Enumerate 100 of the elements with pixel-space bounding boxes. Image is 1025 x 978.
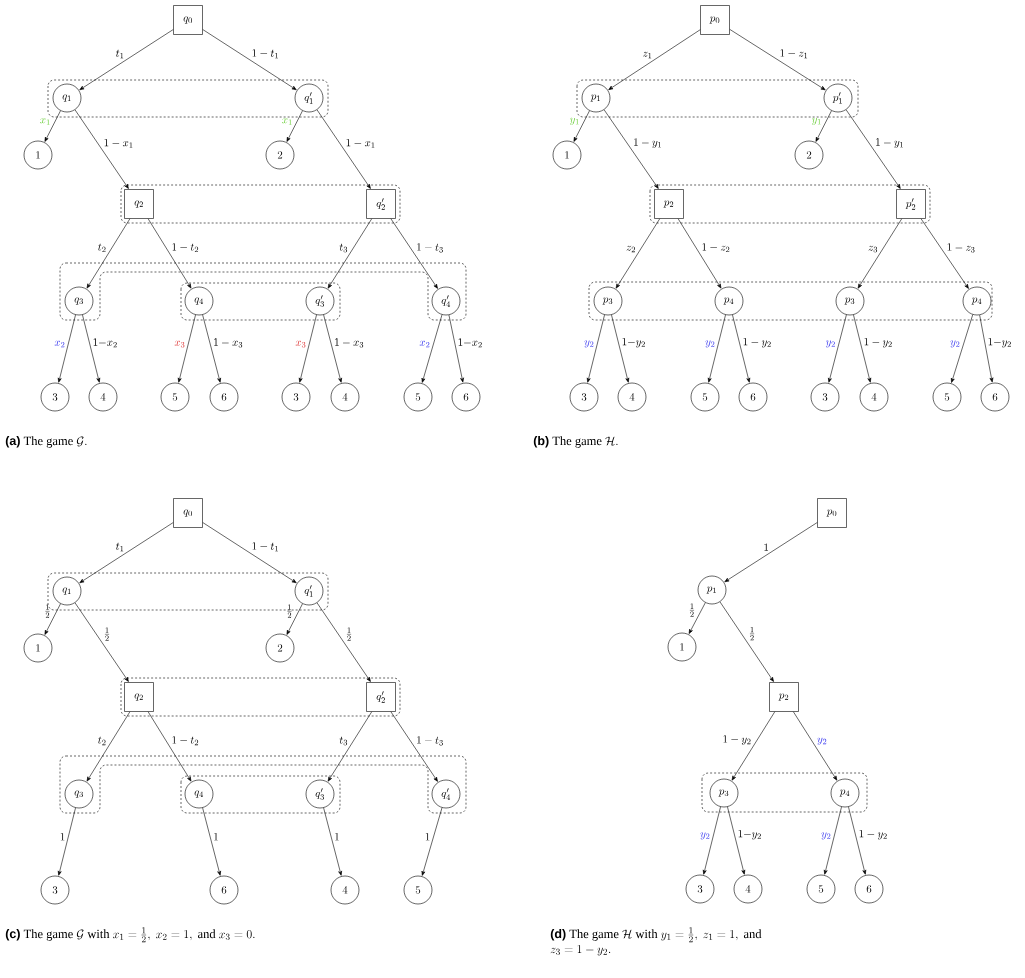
arrow: [727, 806, 746, 875]
arrow: [316, 602, 371, 682]
arrow: [603, 109, 659, 189]
edge-label: $x_1$: [282, 118, 292, 125]
edge-label: $1-z_2$: [702, 243, 730, 253]
edge-label: $1-x_1$: [346, 138, 375, 148]
arrow: [421, 314, 443, 383]
arrow: [57, 314, 76, 383]
edge-label: $y_1$: [570, 117, 579, 125]
arrow: [823, 806, 842, 875]
arrow: [920, 218, 969, 289]
arrow: [390, 218, 438, 289]
edge-label: $1{-}y_2$: [622, 337, 645, 348]
arrow: [732, 314, 751, 383]
edge-label: $1-t_1$: [252, 49, 278, 59]
edge-label: $1{-}y_2$: [738, 829, 761, 840]
edge-label: $y_2$: [950, 340, 960, 348]
edge-label: $1-y_2$: [859, 829, 887, 840]
edge-label: $1-y_2$: [723, 735, 751, 745]
arrow: [86, 711, 131, 782]
game-node-box: $q_2$: [124, 189, 154, 219]
game-node-box: $q'_2$: [366, 682, 396, 712]
arrow: [202, 314, 221, 383]
arrow: [316, 109, 371, 189]
edge-label: $y_2$: [826, 340, 835, 348]
edge-label: $1-t_2$: [172, 736, 199, 746]
edge-label: $\frac{1}{2}$: [104, 627, 110, 641]
subfigure-caption: $\textsf{\textbf{(a)}}\ \text{The game}\ \mathcal{G}.$: [5, 435, 87, 448]
edge-label: $1-x_3$: [335, 338, 364, 348]
arrow: [707, 314, 726, 383]
edge-label: $y_2$: [584, 340, 594, 348]
game-node-box: $p_2$: [654, 189, 684, 219]
arrow: [82, 314, 101, 383]
edge-label: $1-z_3$: [947, 243, 975, 253]
arrow: [719, 601, 774, 682]
edge-label: $1$: [764, 543, 769, 551]
arrow: [79, 522, 174, 584]
arrow: [390, 711, 438, 782]
arrow: [44, 603, 61, 635]
arrow: [615, 218, 660, 289]
edge-label: $1$: [214, 833, 218, 841]
subfigure-caption: $\textsf{\textbf{(b)}}\ \text{The game}\ \mathcal{H}.$: [533, 435, 618, 448]
edge-label: $1-t_1$: [252, 542, 278, 552]
arrow: [323, 314, 342, 383]
edge-label: $1-x_3$: [214, 338, 243, 348]
edge-label: $1{-}x_2$: [458, 338, 482, 348]
arrow: [448, 314, 464, 383]
arrow: [421, 807, 443, 876]
edge-label: $1-y_2$: [743, 337, 771, 348]
edge-label: $x_3$: [174, 340, 185, 348]
edge-label: $y_2$: [705, 340, 715, 348]
edge-label: $1-y_2$: [864, 337, 892, 348]
arrow: [724, 522, 818, 583]
edge-label: $x_2$: [54, 340, 65, 348]
subfigure-caption: $\textsf{\textbf{(c)}}\ \text{The game}\ \mathcal{G}\ \text{with}\ x_1=\frac{1}{2},\ x_2=1,\ \text{and}\ x_3=0.$: [5, 927, 255, 943]
edge-label: $t_1$: [115, 542, 124, 552]
arrow: [74, 109, 129, 189]
edge-label: $\frac{1}{2}$: [749, 626, 755, 641]
arrow: [688, 602, 706, 634]
arrow: [323, 807, 342, 876]
game-node-box: $p_0$: [700, 5, 730, 35]
edge-label: $\frac{1}{2}$: [45, 604, 50, 618]
edge-label: $1-t_2$: [172, 243, 199, 253]
edge-label: $t_3$: [339, 736, 348, 746]
arrow: [857, 218, 902, 289]
arrow: [731, 711, 776, 781]
edge-label: $x_2$: [419, 340, 430, 348]
arrow: [327, 711, 372, 782]
subfigure-caption: $\begin{array}[t]{@{}l}\textsf{\textbf{(d)}}\ \text{The game}\ \mathcal{H}\ \text{with}\ y_1=\frac{1}{2},\ z_1=1,\ \text{and}\\ z_3=1-y_2.\end{array}$: [550, 927, 762, 956]
arrow: [202, 522, 297, 584]
edge-label: $1{-}x_2$: [93, 338, 117, 348]
arrow: [815, 110, 832, 142]
game-node-box: $p'_2$: [896, 189, 926, 219]
arrow: [608, 29, 701, 90]
edge-label: $x_3$: [295, 340, 306, 348]
arrow: [86, 218, 131, 289]
game-node-box: $q_2$: [124, 682, 154, 712]
game-node-box: $p_0$: [817, 498, 847, 528]
arrow: [286, 603, 303, 635]
edge-label: $z_2$: [626, 245, 636, 253]
arrow: [845, 109, 901, 189]
arrow: [44, 110, 61, 142]
edge-label: $1-t_3$: [417, 243, 443, 253]
arrow: [57, 807, 76, 876]
arrow: [327, 218, 372, 289]
game-node-box: $p_2$: [769, 682, 799, 712]
edge-label: $t_2$: [98, 243, 106, 253]
arrow: [950, 314, 974, 383]
edge-label: $1-z_1$: [780, 49, 808, 59]
edge-label: $1$: [60, 833, 65, 841]
edge-label: $\frac{1}{2}$: [689, 603, 695, 617]
arrow: [79, 29, 174, 91]
edge-label: $1-x_1$: [104, 138, 133, 148]
edge-label: $1$: [335, 833, 339, 841]
arrow: [828, 314, 847, 383]
arrow: [298, 314, 317, 383]
edge-label: $\frac{1}{2}$: [287, 604, 292, 618]
edge-label: $t_2$: [98, 736, 106, 746]
arrow: [286, 110, 303, 142]
arrow: [177, 314, 196, 383]
